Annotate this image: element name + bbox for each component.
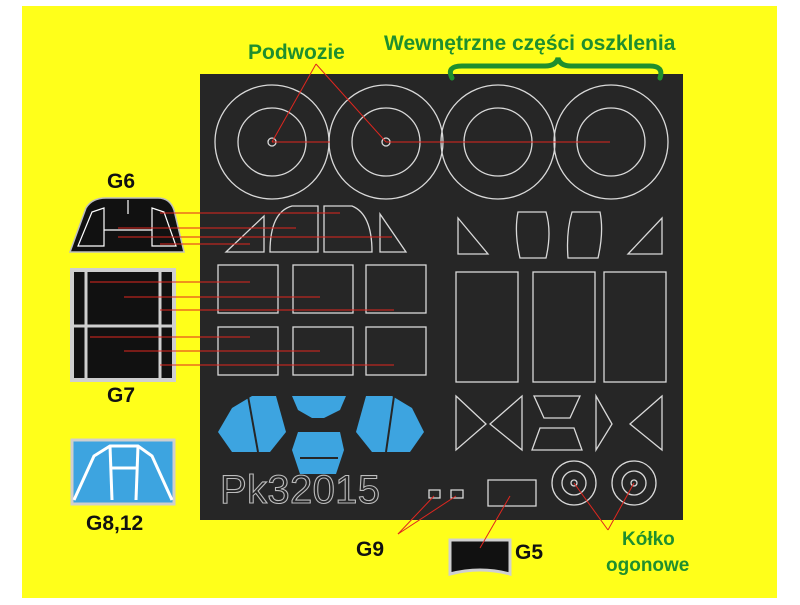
inner-rear-canopy-masks: [455, 393, 663, 453]
g6-illustration: [68, 197, 185, 253]
blue-mask-cutlines: [247, 395, 395, 459]
g8-12-illustration: [70, 438, 176, 506]
inner-side-panels: [455, 271, 667, 383]
label-podwozie: Podwozie: [248, 41, 345, 64]
g9-small-masks: [428, 489, 464, 499]
label-ogonowe: ogonowe: [606, 555, 690, 576]
canopy-front-inner-masks: [457, 211, 663, 259]
part-number: Pk32015: [220, 468, 380, 512]
label-g9: G9: [356, 538, 385, 561]
label-g6: G6: [107, 170, 136, 193]
g7-illustration: [70, 268, 176, 382]
inner-glazing-brace: [447, 57, 664, 81]
label-g8-12: G8,12: [86, 512, 144, 535]
leader-lines: [90, 63, 635, 549]
label-g7: G7: [107, 384, 136, 407]
label-kolko: Kółko: [622, 529, 675, 550]
label-g5: G5: [515, 541, 544, 564]
g5-sheet-mask: [487, 479, 537, 507]
g5-illustration: [448, 538, 512, 576]
tail-wheel-masks: [551, 460, 657, 506]
label-inner-glazing: Wewnętrzne części oszklenia: [384, 32, 676, 55]
